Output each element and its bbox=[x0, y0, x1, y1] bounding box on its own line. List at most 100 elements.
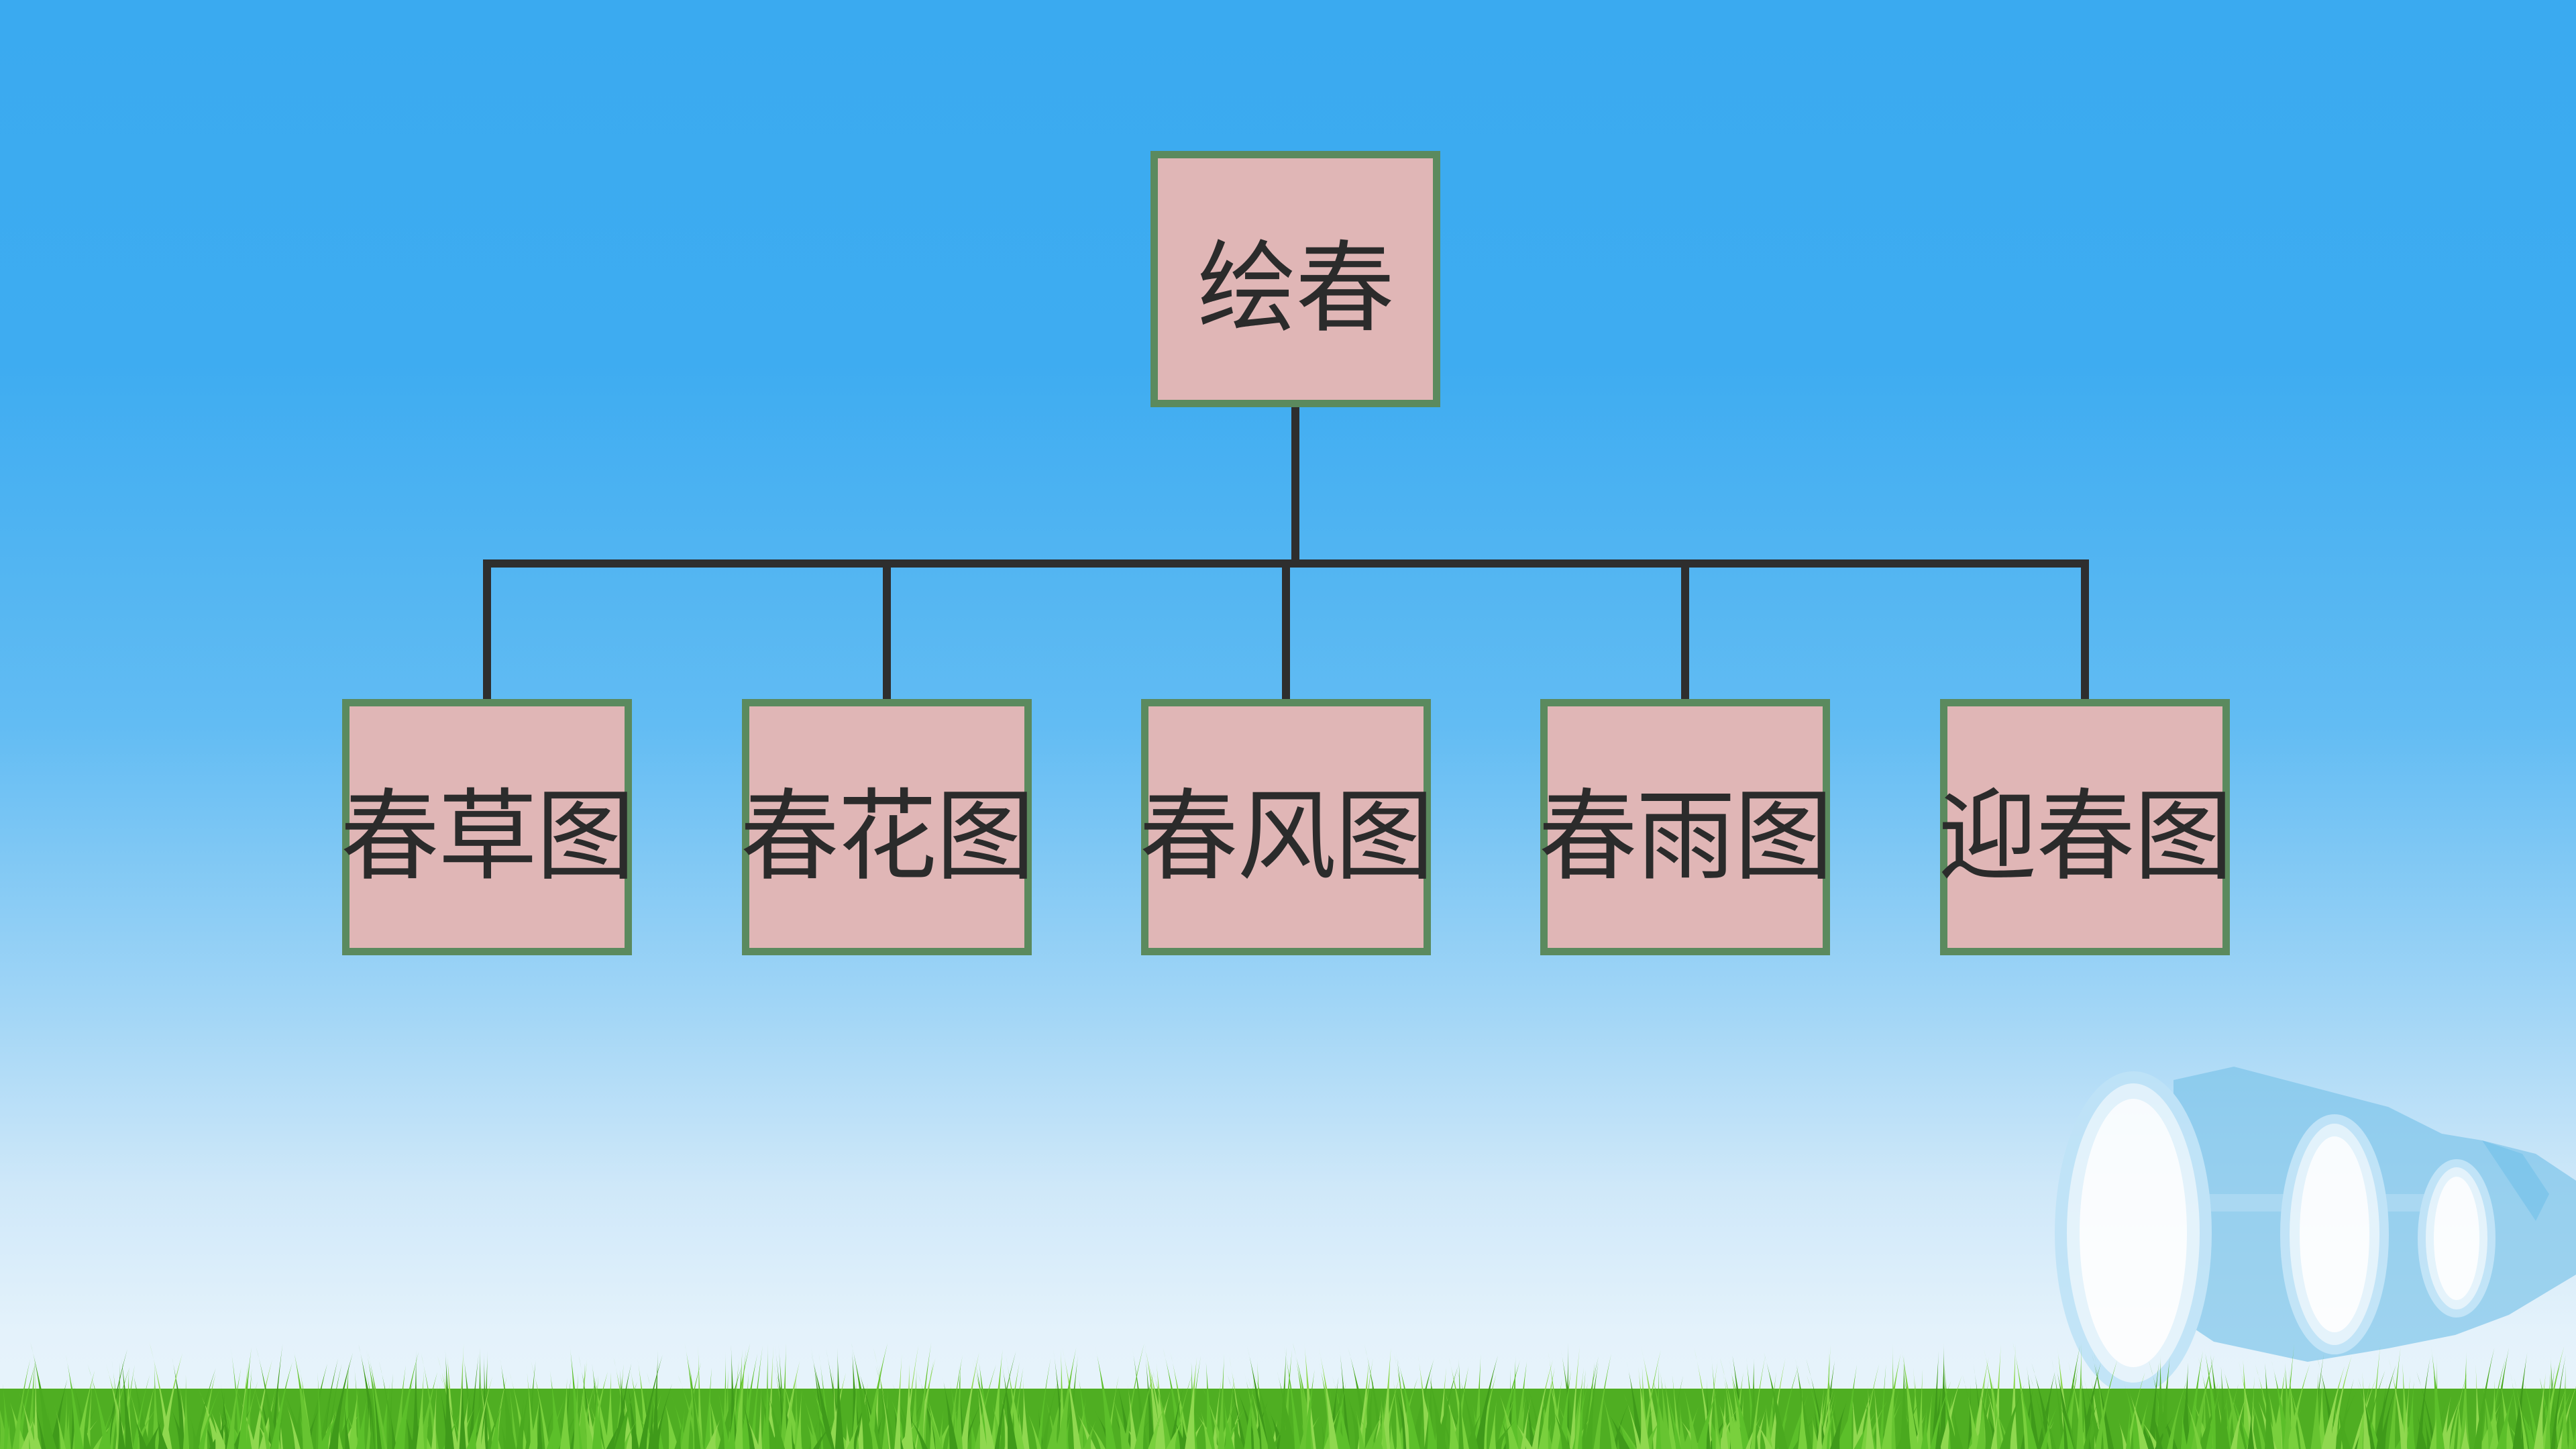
grass-blade bbox=[252, 1359, 272, 1449]
grass-blade bbox=[201, 1416, 217, 1449]
grass-blade bbox=[1357, 1358, 1370, 1449]
grass-blade bbox=[930, 1403, 935, 1449]
grass-blade bbox=[1584, 1361, 1599, 1449]
grass-blade bbox=[766, 1388, 786, 1449]
grass-blade bbox=[1409, 1358, 1434, 1449]
grass-blade bbox=[482, 1350, 488, 1449]
grass-blade bbox=[942, 1375, 958, 1449]
grass-blade bbox=[212, 1421, 222, 1449]
grass-blade bbox=[2092, 1354, 2114, 1449]
grass-blade bbox=[2461, 1416, 2469, 1449]
grass-blade bbox=[2528, 1415, 2536, 1449]
grass-blade bbox=[529, 1396, 541, 1449]
grass-blade bbox=[2180, 1409, 2188, 1449]
grass-blade bbox=[1678, 1402, 1686, 1449]
grass-blade bbox=[1664, 1377, 1676, 1449]
grass-blade bbox=[0, 1409, 10, 1449]
grass-blade bbox=[98, 1406, 114, 1449]
grass-blade bbox=[922, 1393, 943, 1449]
grass-blade bbox=[1339, 1344, 1350, 1449]
grass-blade bbox=[2080, 1366, 2091, 1449]
grass-blade bbox=[1355, 1405, 1365, 1449]
grass-blade bbox=[1615, 1417, 1635, 1449]
grass-blade bbox=[1036, 1358, 1051, 1449]
grass-blade bbox=[416, 1370, 425, 1449]
grass-blade bbox=[71, 1377, 91, 1449]
grass-blade bbox=[2, 1383, 12, 1449]
grass-blade bbox=[1271, 1419, 1289, 1449]
grass-blade bbox=[1223, 1392, 1232, 1449]
child-node-2-label: 春花图 bbox=[740, 778, 1035, 894]
grass-blade bbox=[684, 1343, 704, 1449]
grass-blade bbox=[2082, 1395, 2087, 1449]
grass-blade bbox=[1525, 1389, 1536, 1449]
grass-blade bbox=[197, 1373, 216, 1449]
grass-blade bbox=[237, 1347, 252, 1449]
grass-blade bbox=[780, 1343, 788, 1449]
grass-blade bbox=[1650, 1369, 1670, 1449]
grass-blade bbox=[1212, 1379, 1222, 1449]
grass-blade bbox=[794, 1371, 800, 1449]
grass-blade bbox=[21, 1415, 36, 1449]
grass-blade bbox=[1062, 1346, 1081, 1449]
grass-blade bbox=[1513, 1360, 1527, 1449]
grass-blade bbox=[219, 1392, 225, 1449]
grass-blade bbox=[992, 1402, 1006, 1449]
grass-blade bbox=[1252, 1369, 1277, 1449]
grass-blade bbox=[2206, 1384, 2220, 1449]
grass-blade bbox=[152, 1362, 160, 1449]
grass-blade bbox=[1720, 1393, 1729, 1449]
grass-blade bbox=[1816, 1386, 1825, 1449]
child-node-5-label: 迎春图 bbox=[1938, 778, 2233, 894]
grass-blade bbox=[182, 1375, 190, 1449]
grass-blade bbox=[745, 1414, 760, 1449]
grass-blade bbox=[34, 1401, 46, 1449]
grass-blade bbox=[1976, 1378, 1990, 1449]
grass-blade bbox=[688, 1358, 701, 1449]
grass-blade bbox=[835, 1347, 845, 1449]
grass-blade bbox=[1558, 1370, 1572, 1449]
grass-blade bbox=[813, 1421, 835, 1449]
grass-blade bbox=[1299, 1397, 1314, 1449]
grass-blade bbox=[2135, 1407, 2153, 1449]
grass-blade bbox=[190, 1416, 199, 1449]
grass-blade bbox=[881, 1390, 889, 1449]
grass-blade bbox=[739, 1353, 758, 1449]
grass-blade bbox=[2147, 1362, 2159, 1449]
grass-blade bbox=[2378, 1386, 2397, 1449]
grass-blade bbox=[1095, 1346, 1116, 1449]
grass-blade bbox=[2372, 1364, 2396, 1449]
grass-blade bbox=[2247, 1407, 2255, 1449]
grass-blade bbox=[121, 1364, 135, 1449]
grass-blade bbox=[1021, 1378, 1030, 1449]
grass-blade bbox=[1990, 1406, 1999, 1449]
grass-blade bbox=[1769, 1358, 1786, 1449]
grass-blade bbox=[729, 1344, 739, 1449]
grass-blade bbox=[2182, 1391, 2202, 1449]
grass-blade bbox=[2167, 1379, 2188, 1449]
grass-blade bbox=[412, 1350, 419, 1449]
grass-blade bbox=[648, 1395, 654, 1449]
grass-blade bbox=[1811, 1415, 1820, 1449]
grass-blade bbox=[2055, 1364, 2075, 1449]
grass-blade bbox=[1879, 1364, 1886, 1449]
grass-blade bbox=[680, 1362, 702, 1449]
grass-blade bbox=[1861, 1364, 1880, 1449]
grass-blade bbox=[2231, 1391, 2249, 1449]
grass-blade bbox=[1797, 1377, 1812, 1449]
child-node-1: 春草图 bbox=[340, 699, 635, 955]
grass-blade bbox=[2357, 1381, 2371, 1449]
grass-blade bbox=[811, 1354, 835, 1449]
grass-blade bbox=[1360, 1358, 1373, 1449]
grass-blade bbox=[1474, 1355, 1499, 1449]
grass-blade bbox=[1754, 1419, 1773, 1449]
grass-blade bbox=[1729, 1360, 1743, 1449]
grass-blade bbox=[1393, 1377, 1402, 1449]
grass-blade bbox=[2568, 1404, 2575, 1449]
grass-blade bbox=[2224, 1387, 2232, 1449]
grass-blade bbox=[2186, 1350, 2203, 1449]
grass-blade bbox=[1921, 1405, 1929, 1449]
grass-blade bbox=[218, 1391, 242, 1449]
